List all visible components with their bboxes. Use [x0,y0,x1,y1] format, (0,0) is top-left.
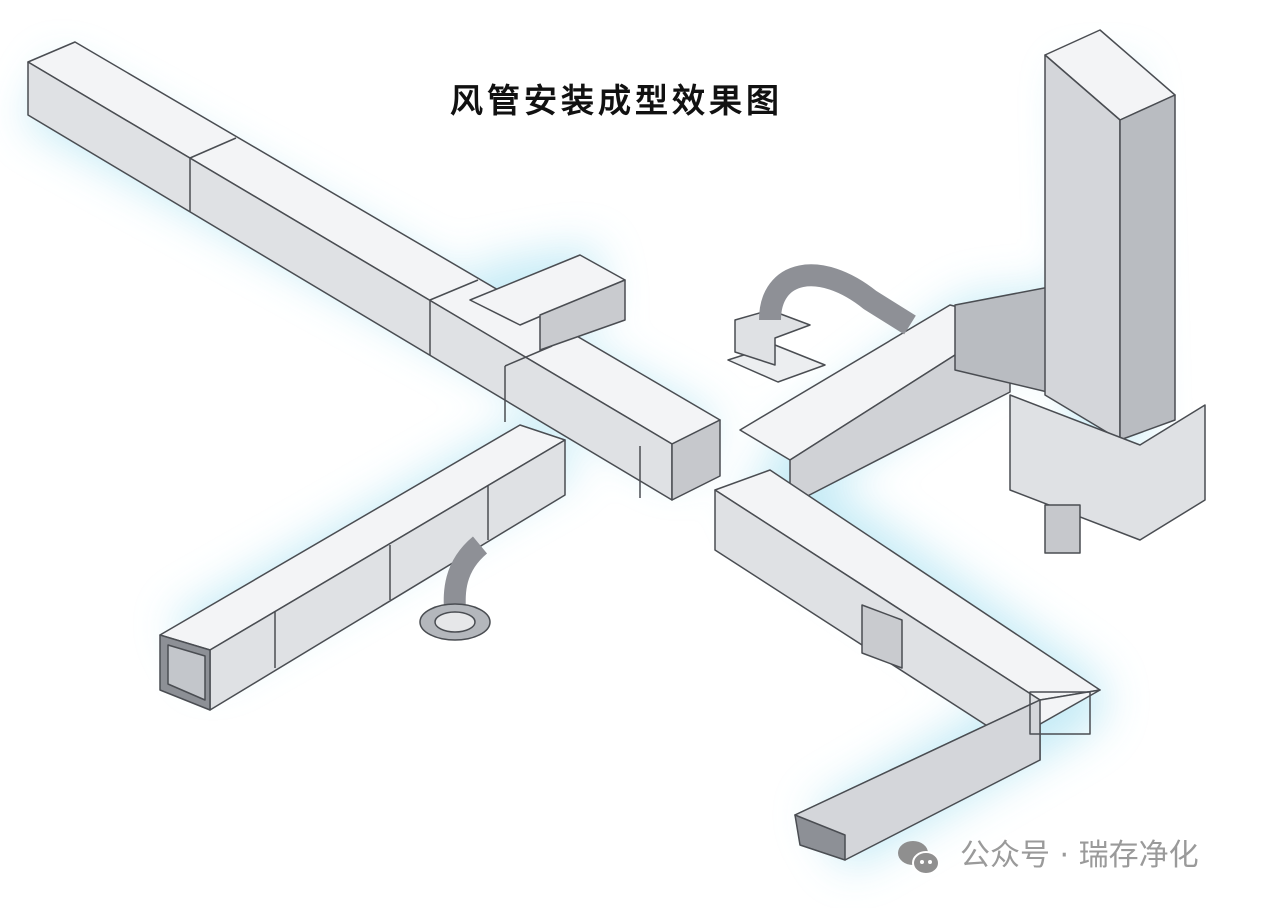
grille [1029,691,1091,735]
vertical-riser-duct [1009,29,1206,554]
access-panel [861,604,903,669]
page-title: 风管安装成型效果图 [450,81,783,120]
round-diffuser-inner [434,611,476,633]
wechat-icon [898,841,940,875]
air-diffuser-box [727,309,826,383]
lower-right-duct [714,469,1101,861]
flexible-hose-upper [759,264,916,335]
watermark-text: 公众号 · 瑞存净化 [960,838,1199,873]
upper-branch-duct [469,254,626,351]
right-branch-duct [739,284,1061,506]
lower-left-branch-duct [159,424,566,711]
